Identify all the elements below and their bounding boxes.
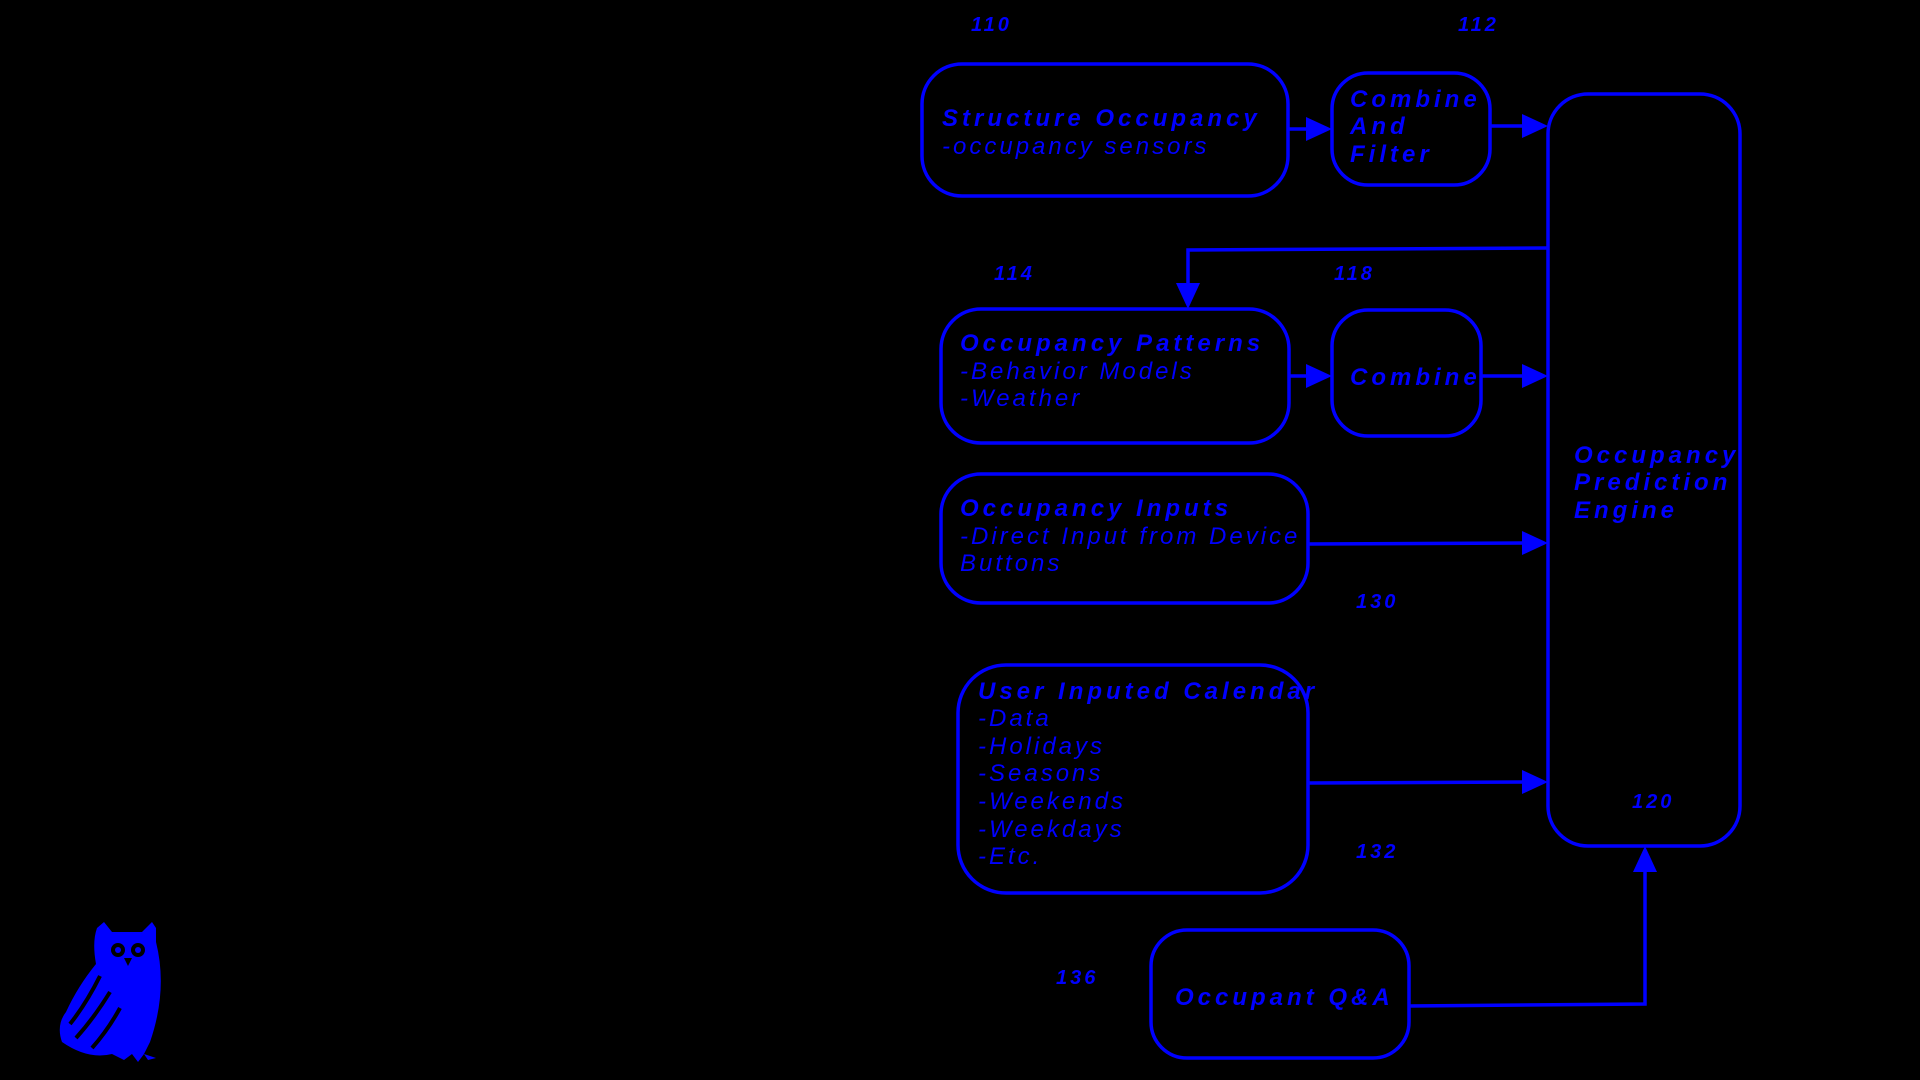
connector-qa-to-engine [1408,868,1647,1008]
connector-inputs-to-engine [1307,541,1527,546]
ref-132: 132 [1356,841,1398,863]
arrowhead-calendar-to-engine [1522,770,1548,794]
connector-calendar-to-engine [1307,780,1527,785]
occupancy-patterns-title: Occupancy Patterns [960,330,1264,357]
occupant-qa-label: Occupant Q&A [1175,984,1394,1011]
ref-112: 112 [1458,14,1499,36]
arrowhead-patterns-to-combine [1306,364,1332,388]
box-occupancy-inputs [939,472,1310,605]
user-calendar-title: User Inputed Calendar [978,678,1318,705]
arrowhead-engine-to-occupancy-patterns [1176,283,1200,309]
ref-110: 110 [971,14,1012,36]
prediction-engine-line-2: Prediction [1574,469,1731,496]
user-calendar-line-6: -Etc. [978,843,1042,870]
box-occupant-qa [1149,928,1411,1060]
arrowhead-combine-to-engine [1522,364,1548,388]
user-calendar-line-1: -Data [978,705,1052,732]
combine-label: Combine [1350,364,1481,391]
ref-114: 114 [994,263,1035,285]
box-combine [1330,308,1483,438]
occupancy-inputs-line-2: Buttons [960,550,1062,577]
ref-118: 118 [1334,263,1375,285]
owl-icon [59,922,161,1062]
arrowhead-qa-to-engine [1633,846,1657,872]
user-calendar-line-4: -Weekends [978,788,1126,815]
combine-filter-line-2: And [1349,113,1409,140]
ref-120: 120 [1632,791,1674,813]
box-occupancy-prediction-engine [1546,92,1742,848]
arrowhead-structure-to-combine-filter [1306,117,1332,141]
ref-136: 136 [1056,967,1098,989]
occupancy-inputs-line-1: -Direct Input from Device [960,523,1300,550]
prediction-engine-line-3: Engine [1574,497,1678,524]
box-user-inputed-calendar [956,663,1310,895]
arrowhead-combine-filter-to-engine [1522,114,1548,138]
arrowhead-inputs-to-engine [1522,531,1548,555]
occupancy-inputs-title: Occupancy Inputs [960,495,1232,522]
occupancy-patterns-line-2: -Weather [960,385,1082,412]
occupancy-patterns-line-1: -Behavior Models [960,358,1195,385]
user-calendar-line-2: -Holidays [978,733,1105,760]
prediction-engine-line-1: Occupancy [1574,442,1739,469]
connector-engine-to-occupancy-patterns [1186,246,1549,288]
structure-occupancy-line: -occupancy sensors [942,133,1209,160]
combine-filter-line-1: Combine [1350,86,1481,113]
user-calendar-line-5: -Weekdays [978,816,1125,843]
user-calendar-line-3: -Seasons [978,760,1103,787]
ref-130: 130 [1356,591,1398,613]
combine-filter-line-3: Filter [1350,141,1433,168]
structure-occupancy-title: Structure Occupancy [942,105,1261,132]
